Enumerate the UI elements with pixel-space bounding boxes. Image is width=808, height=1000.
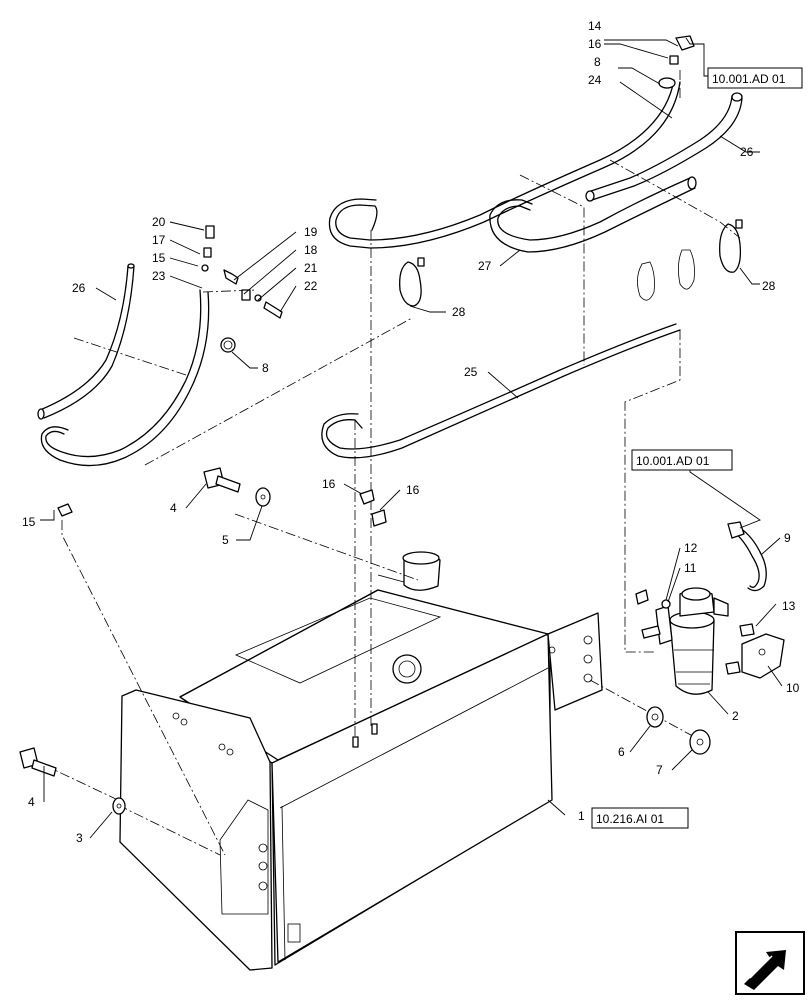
fittings-mid <box>57 489 387 527</box>
hose-26-left <box>37 263 135 420</box>
washer-5 <box>255 487 271 507</box>
callout-21: 21 <box>304 261 318 275</box>
reference-box-top[interactable]: 10.001.AD 01 <box>707 67 803 89</box>
callout-4: 4 <box>170 501 177 515</box>
callout-8: 8 <box>594 55 601 69</box>
hose-27 <box>489 176 697 253</box>
callout-8: 8 <box>262 361 269 375</box>
callout-22: 22 <box>304 279 318 293</box>
hose-26-right <box>585 92 743 202</box>
clamp-28-left <box>399 257 425 307</box>
callout-15: 15 <box>152 251 166 265</box>
hose-23 <box>40 289 210 467</box>
fittings-left <box>201 225 283 353</box>
arrow-icon[interactable] <box>735 931 805 995</box>
callout-18: 18 <box>304 243 318 257</box>
callout-24: 24 <box>588 73 602 87</box>
callout-4: 4 <box>28 795 35 809</box>
callout-26: 26 <box>72 281 86 295</box>
bolt-4-upper <box>203 467 241 493</box>
washer-3 <box>112 797 126 815</box>
callout-6: 6 <box>618 745 625 759</box>
callout-16: 16 <box>322 477 336 491</box>
callout-15: 15 <box>22 515 36 529</box>
callout-25: 25 <box>464 365 478 379</box>
bracket-10 <box>635 589 785 679</box>
bolt-4-lower <box>19 747 57 777</box>
reference-filter-label: 10.001.AD 01 <box>636 454 710 468</box>
callout-11: 11 <box>684 561 697 575</box>
callout-16: 16 <box>588 37 602 51</box>
callout-13: 13 <box>782 599 796 613</box>
clamp-28-right <box>637 219 743 301</box>
callout-10: 10 <box>786 681 800 695</box>
hose-24 <box>328 79 681 249</box>
callout-17: 17 <box>152 233 166 247</box>
reference-box-filter[interactable]: 10.001.AD 01 <box>631 449 733 471</box>
reference-tank-label: 10.216.AI 01 <box>596 812 664 826</box>
fuel-tank <box>119 551 603 971</box>
callout-20: 20 <box>152 215 166 229</box>
hose-9 <box>727 521 767 592</box>
callout-1: 1 <box>578 809 585 823</box>
callout-28: 28 <box>452 305 466 319</box>
callout-7: 7 <box>656 763 663 777</box>
callout-3: 3 <box>76 831 83 845</box>
callout-2: 2 <box>732 709 739 723</box>
callout-5: 5 <box>222 533 229 547</box>
callout-16: 16 <box>406 483 420 497</box>
callout-23: 23 <box>152 269 166 283</box>
fittings-top <box>658 35 695 89</box>
fuel-filter <box>641 587 729 695</box>
washer-7 <box>689 729 711 755</box>
callout-9: 9 <box>784 531 791 545</box>
callout-12: 12 <box>684 541 698 555</box>
callout-26: 26 <box>740 145 754 159</box>
callouts: 14 16 8 24 26 20 17 15 23 26 19 18 21 22… <box>22 19 800 845</box>
reference-top-label: 10.001.AD 01 <box>712 72 786 86</box>
callout-14: 14 <box>588 19 602 33</box>
washer-6 <box>646 706 664 728</box>
hose-25 <box>321 323 681 459</box>
callout-19: 19 <box>304 225 318 239</box>
callout-28: 28 <box>762 279 776 293</box>
callout-27: 27 <box>478 259 492 273</box>
reference-box-tank[interactable]: 10.216.AI 01 <box>591 807 689 829</box>
